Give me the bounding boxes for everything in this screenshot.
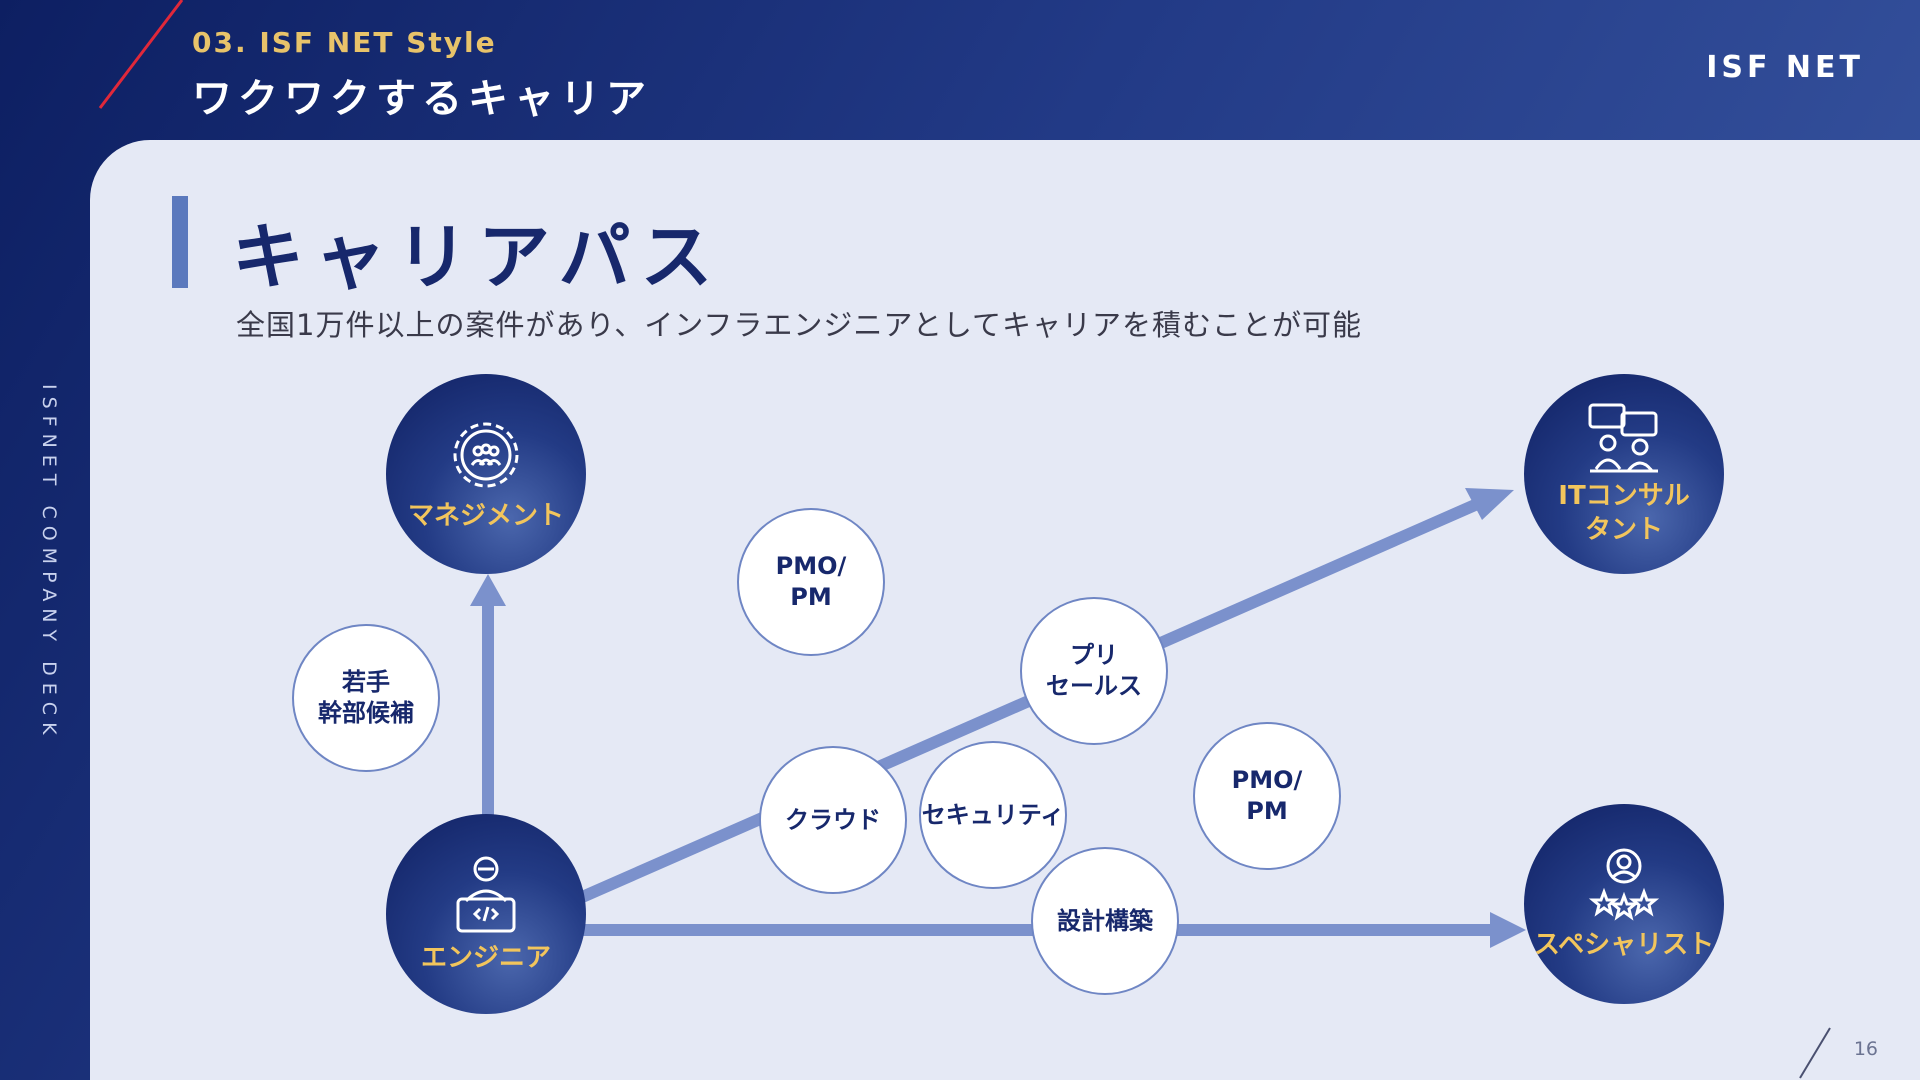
node-management: マネジメント <box>386 374 586 574</box>
page-title: キャリアパス <box>232 215 723 299</box>
node-it-consultant: ITコンサル タント <box>1524 374 1724 574</box>
node-design-build: 設計構築 <box>1031 847 1179 995</box>
page-subtitle: 全国1万件以上の案件があり、インフラエンジニアとしてキャリアを積むことが可能 <box>236 308 1362 342</box>
sidebar-vertical-text: ISFNET COMPANY DECK <box>38 384 60 742</box>
node-engineer-label: エンジニア <box>420 943 551 973</box>
gear-team-icon <box>453 422 519 488</box>
node-engineer: エンジニア <box>386 814 586 1014</box>
section-label: 03. ISF NET Style <box>192 26 497 59</box>
arrow-engineer-to-management <box>470 574 506 815</box>
page-number: 16 <box>1853 1038 1878 1060</box>
section-title: ワクワクするキャリア <box>192 76 652 122</box>
specialist-stars-icon <box>1588 848 1660 921</box>
node-it-consultant-label: ITコンサル タント <box>1558 481 1690 545</box>
node-pmo-pm-right: PMO/ PM <box>1193 722 1341 870</box>
node-specialist: スペシャリスト <box>1524 804 1724 1004</box>
consultation-chat-icon <box>1588 403 1658 473</box>
node-pmo-pm-top: PMO/ PM <box>737 508 885 656</box>
node-cloud: クラウド <box>759 746 907 894</box>
isf-net-logo: ISF NET <box>1706 50 1864 85</box>
node-security: セキュリティ <box>919 741 1067 889</box>
page-number-slash <box>1799 1027 1831 1079</box>
node-specialist-label: スペシャリスト <box>1533 930 1715 960</box>
title-accent-bar <box>172 196 188 288</box>
node-pre-sales: プリ セールス <box>1020 597 1168 745</box>
node-management-label: マネジメント <box>407 501 564 531</box>
header-red-slash <box>98 0 184 109</box>
node-young-leader: 若手 幹部候補 <box>292 624 440 772</box>
developer-laptop-icon <box>456 856 516 933</box>
